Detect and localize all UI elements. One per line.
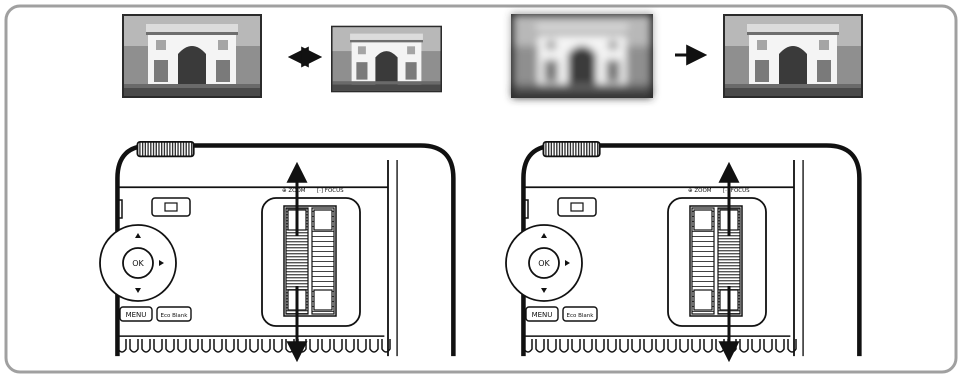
zoom-panel: OK MENU Eco Blank ⊕ ZOOM [·] FOCUS bbox=[100, 142, 453, 358]
menu-label: MENU bbox=[532, 311, 553, 319]
zoom-label: ⊕ ZOOM bbox=[282, 188, 306, 194]
eco-blank-label: Eco Blank bbox=[161, 313, 189, 319]
focus-panel: OK MENU Eco Blank ⊕ ZOOM [·] FOCUS bbox=[506, 142, 859, 358]
input-button bbox=[152, 198, 190, 216]
menu-label: MENU bbox=[126, 311, 147, 319]
ok-label: OK bbox=[132, 259, 144, 268]
eco-blank-label: Eco Blank bbox=[567, 313, 595, 319]
zoom-label: ⊕ ZOOM bbox=[688, 188, 712, 194]
focus-label: [·] FOCUS bbox=[723, 188, 750, 194]
focus-label: [·] FOCUS bbox=[317, 188, 344, 194]
focus-icon: [·] bbox=[317, 188, 325, 194]
input-button bbox=[558, 198, 596, 216]
arch-image-large bbox=[122, 14, 262, 98]
arch-image-blurred bbox=[511, 14, 653, 98]
ok-label: OK bbox=[538, 259, 550, 268]
arch-image-small bbox=[331, 26, 442, 93]
arch-image-sharp bbox=[723, 14, 863, 98]
